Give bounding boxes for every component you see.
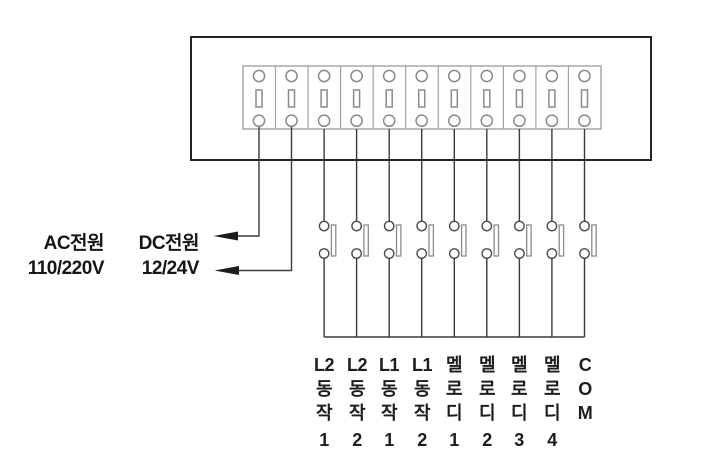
connection-label-melody-1: 멜 로 디 1 — [445, 355, 463, 450]
connection-label-melody-2: 멜 로 디 2 — [478, 355, 496, 450]
ac-power-wire — [213, 127, 260, 241]
terminal-dividers — [274, 66, 570, 129]
dc-power-label: DC전원 12/24V — [138, 231, 200, 281]
connection-label-l1-op-1: L1 동 작 1 — [378, 355, 400, 450]
connection-label-com: C O M — [577, 355, 593, 423]
connection-label-l2-op-2: L2 동 작 2 — [346, 355, 368, 450]
connection-label-l1-op-2: L1 동 작 2 — [411, 355, 433, 450]
connection-label-melody-3: 멜 로 디 3 — [510, 355, 528, 450]
dc-power-name: DC전원 — [138, 233, 200, 254]
ac-power-arrow-icon — [213, 231, 238, 241]
connection-label-melody-4: 멜 로 디 4 — [543, 355, 561, 450]
dc-power-voltage: 12/24V — [141, 258, 200, 279]
ac-power-voltage: 110/220V — [27, 258, 105, 279]
ac-power-label: AC전원 110/220V — [27, 231, 105, 281]
dc-power-wire — [214, 127, 293, 275]
dc-power-arrow-icon — [214, 266, 239, 275]
ac-power-name: AC전원 — [43, 233, 105, 254]
connection-label-l2-op-1: L2 동 작 1 — [313, 355, 335, 450]
device-outline — [190, 36, 652, 161]
